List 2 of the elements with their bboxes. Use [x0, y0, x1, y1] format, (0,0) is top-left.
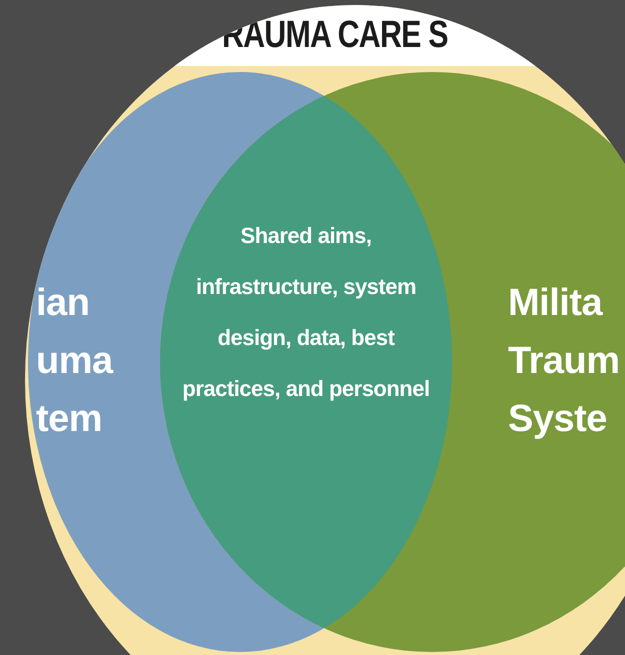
circle-label: ian uma tem	[36, 274, 113, 448]
circle-label: Milita Traum Syste	[508, 274, 620, 448]
